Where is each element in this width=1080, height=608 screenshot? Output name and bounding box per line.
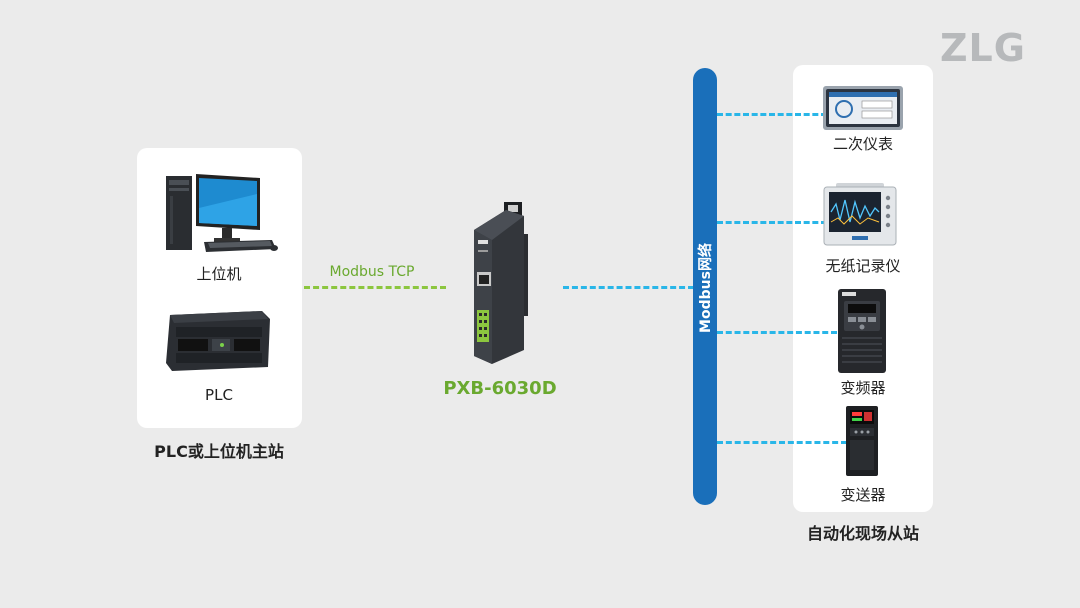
modbus-tcp-label: Modbus TCP (329, 264, 415, 280)
gateway-bus-link (563, 286, 694, 289)
gateway-device-icon (474, 202, 528, 364)
zlg-logo: ZLG (940, 26, 1026, 70)
bus-link-transmitter (717, 441, 847, 444)
desktop-computer-icon (166, 174, 278, 252)
frequency-converter-icon (838, 289, 886, 373)
slave-device-label-recorder: 无纸记录仪 (825, 257, 901, 275)
master-caption: PLC或上位机主站 (154, 442, 284, 461)
master-device-label-host: 上位机 (196, 265, 242, 283)
modbus-tcp-link (304, 286, 446, 289)
bus-link-converter (717, 331, 837, 334)
modbus-network-bus (693, 68, 717, 505)
slave-device-label-transmitter: 变送器 (840, 486, 886, 504)
slave-device-label-instrument: 二次仪表 (832, 135, 894, 153)
transmitter-icon (846, 406, 878, 476)
master-device-label-plc: PLC (205, 386, 233, 404)
secondary-instrument-icon (823, 86, 903, 130)
slave-device-label-converter: 变频器 (840, 379, 886, 397)
paperless-recorder-icon (823, 183, 897, 246)
bus-link-recorder (717, 221, 827, 224)
modbus-network-label: Modbus网络 (698, 243, 714, 333)
bus-link-instrument (717, 113, 827, 116)
gateway-model-label: PXB-6030D (443, 378, 557, 399)
plc-icon (166, 311, 270, 371)
slave-caption: 自动化现场从站 (806, 524, 920, 543)
